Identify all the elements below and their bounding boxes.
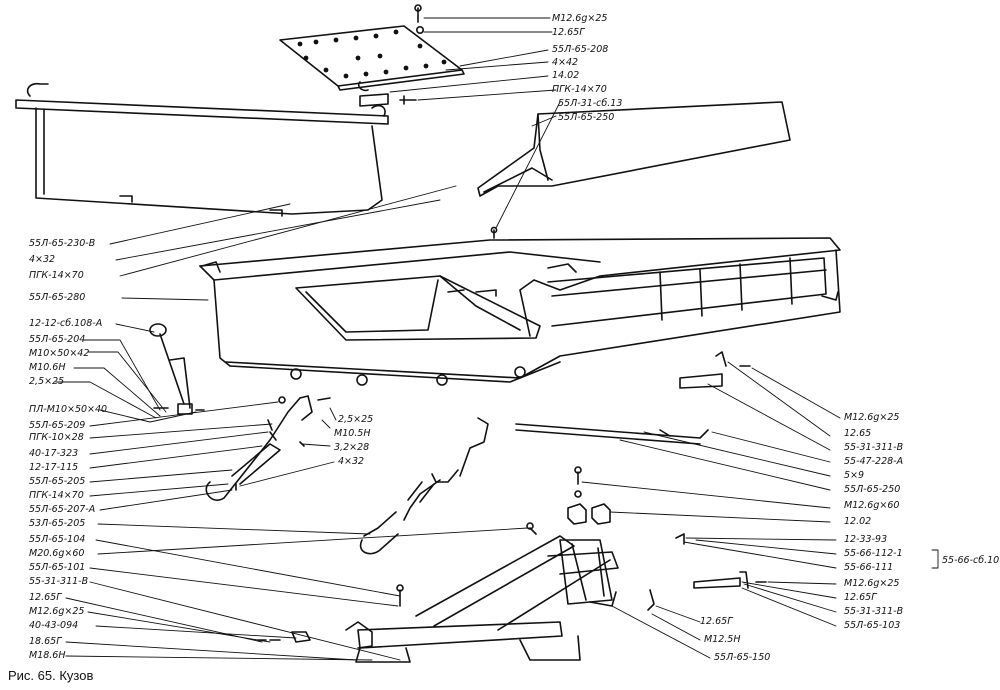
part-label-left: 53Л-65-205 <box>29 518 86 529</box>
figure-caption: Рис. 65. Кузов <box>8 668 94 683</box>
part-label-left: М20.6g×60 <box>29 548 85 559</box>
part-label-right: М12.6g×25 <box>844 412 900 423</box>
part-label-left: ПЛ-М10×50×40 <box>29 404 108 415</box>
part-label-right: 5×9 <box>844 470 865 481</box>
part-label-left: 55Л-65-209 <box>29 420 86 431</box>
part-label-left: 55Л-65-204 <box>29 334 86 345</box>
body-bed <box>199 226 841 386</box>
part-label-bottom: 55Л-65-150 <box>714 652 771 663</box>
part-label-right: 12.65Г <box>844 592 877 603</box>
part-label-right: М12.6g×60 <box>844 500 900 511</box>
part-label-right: 55Л-65-103 <box>844 620 901 631</box>
tilt-lever <box>149 323 205 415</box>
part-label-right: 55-66-111 <box>844 562 894 573</box>
part-label-center: 3,2×28 <box>334 442 370 453</box>
rod-assembly <box>515 351 767 589</box>
part-label-left: ПГК-14×70 <box>29 270 84 281</box>
part-label-right: 12-33-93 <box>844 534 888 545</box>
tailgate-panel <box>15 82 389 217</box>
leader-lines <box>55 17 939 661</box>
part-label-left: 55-31-311-В <box>29 576 89 587</box>
part-label-left: М10.6Н <box>29 362 66 373</box>
side-board <box>477 101 791 197</box>
spacer-blocks <box>567 466 611 525</box>
part-label-center: 4×32 <box>338 456 365 467</box>
part-label-right: 55Л-65-250 <box>844 484 901 495</box>
part-label-left: 12-12-сб.108-А <box>29 318 103 329</box>
part-label-left: 55Л-65-104 <box>29 534 86 545</box>
part-label-top-right: 55Л-65-250 <box>558 112 615 123</box>
subframe <box>257 522 655 663</box>
strut-assembly <box>359 417 489 555</box>
part-label-left: 40-43-094 <box>29 620 79 631</box>
part-label-bottom: 12.65Г <box>700 616 733 627</box>
part-label-left: 12-17-115 <box>29 462 79 473</box>
part-label-right: М12.6g×25 <box>844 578 900 589</box>
part-label-top-right: М12.6g×25 <box>552 13 608 24</box>
part-label-left: М12.6g×25 <box>29 606 85 617</box>
part-label-left: ПГК-10×28 <box>29 432 84 443</box>
part-label-left: М18.6Н <box>29 650 66 661</box>
part-label-bottom: М12.5Н <box>704 634 741 645</box>
part-label-top-right: 14.02 <box>552 70 580 81</box>
part-label-center: М10.5Н <box>334 428 371 439</box>
part-label-left: 55Л-65-207-А <box>29 504 96 515</box>
part-label-center: 2,5×25 <box>338 414 374 425</box>
part-label-right: 55-31-311-В <box>844 442 904 453</box>
part-label-left: М10×50×42 <box>29 348 90 359</box>
part-label-right: 12.65 <box>844 428 872 439</box>
part-label-left: 2,5×25 <box>29 376 65 387</box>
part-label-left: 18.65Г <box>29 636 62 647</box>
part-label-right: 55-66-112-1 <box>844 548 903 559</box>
part-label-left: 55Л-65-280 <box>29 292 86 303</box>
part-label-left: 12.65Г <box>29 592 62 603</box>
part-label-left: 55Л-65-205 <box>29 476 86 487</box>
part-label-left: 55Л-65-230-В <box>29 238 96 249</box>
part-label-left: 4×32 <box>29 254 56 265</box>
part-label-top-right: 12.65Г <box>552 27 585 38</box>
part-label-right: 12.02 <box>844 516 872 527</box>
cover-plate <box>279 4 465 91</box>
part-label-right: 55-31-311-В <box>844 606 904 617</box>
part-label-left: ПГК-14×70 <box>29 490 84 501</box>
part-label-top-right: 4×42 <box>552 57 579 68</box>
part-label-top-right: 55Л-31-сб.13 <box>558 98 623 109</box>
part-label-right: 55-47-228-А <box>844 456 904 467</box>
part-label-left: 40-17-323 <box>29 448 79 459</box>
part-label-left: 55Л-65-101 <box>29 562 86 573</box>
part-label-top-right: ПГК-14×70 <box>552 84 607 95</box>
hinge-parts <box>357 81 417 107</box>
part-label-bracket-group: 55-66-сб.10 <box>942 555 1000 566</box>
part-label-top-right: 55Л-65-208 <box>552 44 609 55</box>
